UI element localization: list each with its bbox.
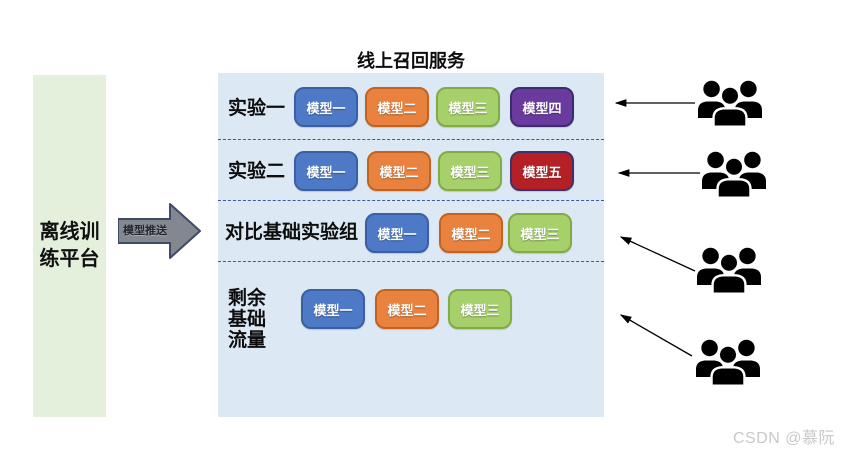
row-divider	[218, 200, 604, 201]
offline-training-platform-box: 离线训 练平台	[33, 75, 106, 417]
row-label-experiment-2: 实验二	[228, 161, 286, 182]
row-label-experiment-1: 实验一	[228, 97, 286, 119]
row-divider	[218, 261, 604, 262]
people-group-icon	[702, 151, 766, 198]
model-chip: 模型三	[438, 151, 502, 191]
model-chip: 模型二	[375, 289, 439, 329]
row-label-baseline-group: 对比基础实验组	[225, 222, 359, 243]
traffic-arrow	[619, 236, 696, 272]
people-group-icon	[696, 339, 760, 386]
people-group-icon	[698, 80, 762, 127]
traffic-arrow	[619, 314, 693, 357]
model-chip: 模型一	[365, 213, 429, 253]
right-block-arrow-icon	[117, 203, 201, 259]
row-divider	[218, 139, 604, 140]
row-label-remaining-traffic: 剩余 基础 流量	[228, 287, 267, 351]
people-group-icon	[697, 247, 761, 294]
model-chip: 模型三	[508, 213, 572, 253]
offline-training-platform-label: 离线训 练平台	[39, 221, 100, 270]
model-chip: 模型五	[510, 151, 574, 191]
model-chip: 模型一	[294, 87, 358, 127]
model-push-arrow: 模型推送	[117, 202, 202, 260]
online-recall-service-panel: 实验一 模型一 模型二 模型三 模型四 实验二 模型一 模型二 模型三 模型五 …	[218, 73, 604, 417]
model-chip: 模型四	[510, 87, 574, 127]
model-chip: 模型二	[365, 87, 429, 127]
model-chip: 模型三	[448, 289, 512, 329]
online-recall-service-title: 线上召回服务	[357, 51, 465, 71]
model-push-label: 模型推送	[123, 225, 167, 237]
model-chip: 模型二	[367, 151, 431, 191]
model-chip: 模型三	[436, 87, 500, 127]
model-chip: 模型二	[439, 213, 503, 253]
model-chip: 模型一	[301, 289, 365, 329]
watermark: CSDN @慕阮	[732, 430, 835, 447]
model-chip: 模型一	[294, 151, 358, 191]
